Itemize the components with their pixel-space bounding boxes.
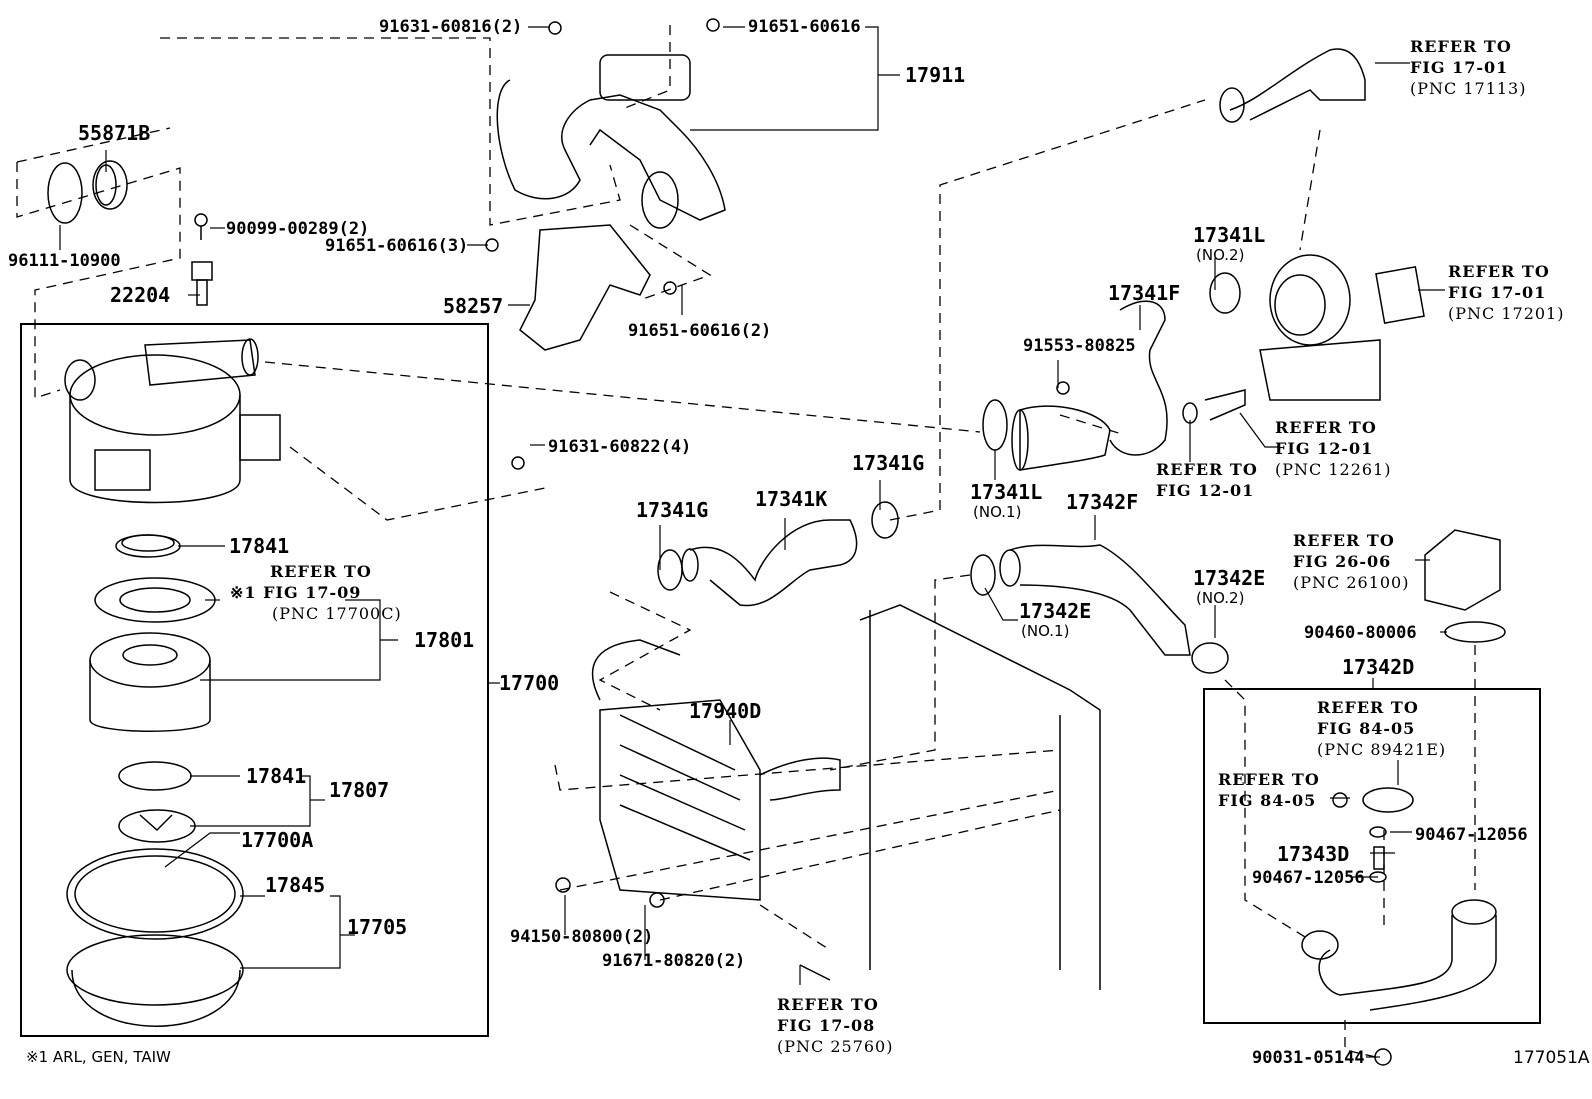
refer-fig-17-09-pnc-17700C[interactable]: REFER TO ※1 FIG 17-09 (PNC 17700C) — [230, 561, 402, 624]
part-label-91671-80820[interactable]: 91671-80820(2) — [602, 951, 746, 971]
refer-line-1: REFER TO — [1293, 531, 1395, 550]
part-label-17705[interactable]: 17705 — [347, 915, 408, 939]
part-label-17342F[interactable]: 17342F — [1066, 490, 1139, 514]
part-label-17841-lower[interactable]: 17841 — [246, 764, 307, 788]
part-label-22204[interactable]: 22204 — [110, 283, 171, 307]
part-label-17341K[interactable]: 17341K — [755, 487, 828, 511]
refer-line-1: REFER TO — [1448, 262, 1550, 281]
refer-line-3: (PNC 17700C) — [272, 604, 402, 623]
part-label-17342E-no2[interactable]: 17342E — [1193, 566, 1266, 590]
refer-line-2: FIG 12-01 — [1156, 481, 1255, 500]
part-label-17341L-no1[interactable]: 17341L — [970, 480, 1043, 504]
part-sublabel-no2: (NO.2) — [1196, 589, 1245, 607]
figure-id: 177051A — [1513, 1048, 1590, 1068]
bolt-icon — [194, 213, 208, 227]
refer-line-2: FIG 17-09 — [263, 583, 362, 602]
refer-line-1: REFER TO — [270, 562, 372, 581]
refer-line-3: (PNC 25760) — [777, 1037, 894, 1056]
dashed-guides — [16, 25, 1476, 1059]
part-label-17341G-right[interactable]: 17341G — [852, 451, 925, 475]
refer-line-1: REFER TO — [1317, 698, 1419, 717]
refer-line-1: REFER TO — [1275, 418, 1377, 437]
part-label-17807[interactable]: 17807 — [329, 778, 390, 802]
air-cleaner-group-box — [20, 323, 489, 1037]
refer-line-1: REFER TO — [1156, 460, 1258, 479]
part-label-91651-60616[interactable]: 91651-60616 — [748, 17, 861, 37]
refer-fig-17-01-pnc-17201[interactable]: REFER TO FIG 17-01 (PNC 17201) — [1448, 261, 1564, 324]
refer-line-1: REFER TO — [1410, 37, 1512, 56]
refer-line-1: REFER TO — [1218, 770, 1320, 789]
refer-line-3: (PNC 89421E) — [1317, 740, 1447, 759]
pipe-17342D-group-box — [1203, 688, 1541, 1024]
refer-line-2: FIG 84-05 — [1317, 719, 1416, 738]
part-label-55871B[interactable]: 55871B — [78, 121, 151, 145]
part-label-17940D[interactable]: 17940D — [689, 699, 762, 723]
refer-fig-12-01-pnc-12261[interactable]: REFER TO FIG 12-01 (PNC 12261) — [1275, 417, 1391, 480]
refer-fig-84-05[interactable]: REFER TO FIG 84-05 — [1218, 769, 1320, 811]
refer-fig-12-01[interactable]: REFER TO FIG 12-01 — [1156, 459, 1258, 501]
part-label-17342E-no1[interactable]: 17342E — [1019, 599, 1092, 623]
footnote: ※1 ARL, GEN, TAIW — [26, 1048, 171, 1066]
footnote-mark: ※1 — [230, 583, 257, 602]
part-label-17841-upper[interactable]: 17841 — [229, 534, 290, 558]
part-label-17342D[interactable]: 17342D — [1342, 655, 1415, 679]
part-label-17911[interactable]: 17911 — [905, 63, 966, 87]
part-label-17801[interactable]: 17801 — [414, 628, 475, 652]
refer-line-2: FIG 17-08 — [777, 1016, 876, 1035]
refer-line-2: FIG 84-05 — [1218, 791, 1317, 810]
part-label-91651-60616-2[interactable]: 91651-60616(2) — [628, 321, 772, 341]
part-label-17343D[interactable]: 17343D — [1277, 842, 1350, 866]
part-label-94150-80800[interactable]: 94150-80800(2) — [510, 927, 654, 947]
part-label-17845[interactable]: 17845 — [265, 873, 326, 897]
part-label-91631-60822[interactable]: 91631-60822(4) — [548, 437, 692, 457]
part-shapes — [47, 18, 1506, 1066]
part-label-91553-80825[interactable]: 91553-80825 — [1023, 336, 1136, 356]
part-sublabel-no1: (NO.1) — [973, 503, 1022, 521]
part-label-17341F[interactable]: 17341F — [1108, 281, 1181, 305]
part-label-90467-12056-upper[interactable]: 90467-12056 — [1415, 825, 1528, 845]
part-sublabel-no1: (NO.1) — [1021, 622, 1070, 640]
part-label-90099-00289[interactable]: 90099-00289(2) — [226, 219, 370, 239]
part-label-91631-60816[interactable]: 91631-60816(2) — [379, 17, 523, 37]
refer-line-2: FIG 12-01 — [1275, 439, 1374, 458]
refer-fig-26-06-pnc-26100[interactable]: REFER TO FIG 26-06 (PNC 26100) — [1293, 530, 1409, 593]
refer-line-3: (PNC 17201) — [1448, 304, 1565, 323]
refer-line-2: FIG 17-01 — [1448, 283, 1547, 302]
clamp-96111 — [47, 162, 83, 224]
part-label-91651-60616-3[interactable]: 91651-60616(3) — [325, 236, 469, 256]
part-label-96111-10900[interactable]: 96111-10900 — [8, 251, 121, 271]
part-label-17341L-no2[interactable]: 17341L — [1193, 223, 1266, 247]
refer-fig-17-08-pnc-25760[interactable]: REFER TO FIG 17-08 (PNC 25760) — [777, 994, 893, 1057]
refer-line-1: REFER TO — [777, 995, 879, 1014]
leader-lines — [59, 26, 1447, 1058]
refer-fig-84-05-pnc-89421E[interactable]: REFER TO FIG 84-05 (PNC 89421E) — [1317, 697, 1446, 760]
refer-line-3: (PNC 17113) — [1410, 79, 1527, 98]
refer-line-2: FIG 17-01 — [1410, 58, 1509, 77]
refer-line-3: (PNC 26100) — [1293, 573, 1410, 592]
part-label-90031-05144[interactable]: 90031-05144 — [1252, 1048, 1365, 1068]
part-label-17341G-left[interactable]: 17341G — [636, 498, 709, 522]
part-label-58257[interactable]: 58257 — [443, 294, 504, 318]
refer-line-3: (PNC 12261) — [1275, 460, 1392, 479]
part-label-90460-80006[interactable]: 90460-80006 — [1304, 623, 1417, 643]
part-label-17700[interactable]: 17700 — [499, 671, 560, 695]
part-label-17700A[interactable]: 17700A — [241, 828, 314, 852]
part-label-90467-12056-lower[interactable]: 90467-12056 — [1252, 868, 1365, 888]
refer-fig-17-01-pnc-17113[interactable]: REFER TO FIG 17-01 (PNC 17113) — [1410, 36, 1526, 99]
refer-line-2: FIG 26-06 — [1293, 552, 1392, 571]
part-sublabel-no2: (NO.2) — [1196, 246, 1245, 264]
